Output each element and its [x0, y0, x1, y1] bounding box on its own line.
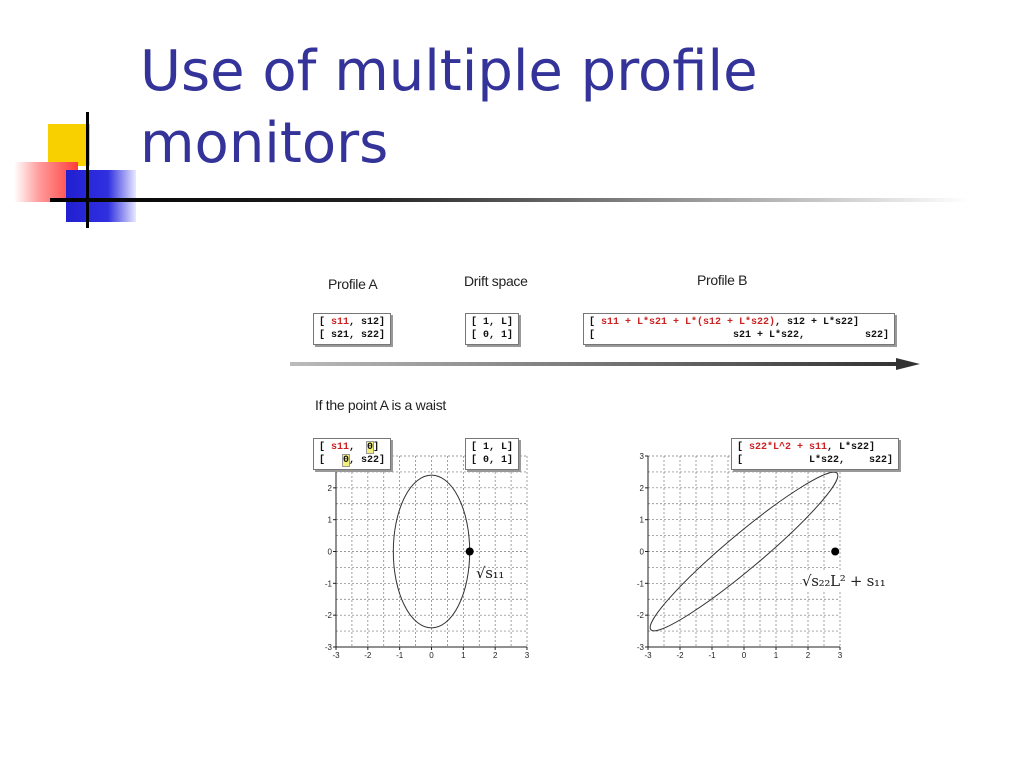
- x-tick-label: 1: [461, 651, 466, 660]
- formula-right: √s₂₂L² + s₁₁: [802, 572, 886, 590]
- deco-vertical-line: [86, 112, 89, 228]
- y-tick-label: 0: [640, 548, 645, 557]
- y-tick-label: -1: [325, 579, 333, 588]
- y-tick-label: 1: [328, 516, 333, 525]
- plot-right: -3 -2 -1 0 1 2 3 -3 -2 -1 0 1 2 3: [637, 452, 843, 660]
- matrix-waist-a: [ s11, 0] [ 0, s22]: [313, 438, 392, 470]
- x-tick-label: 1: [774, 651, 779, 660]
- page-title: Use of multiple profile monitors: [140, 36, 960, 180]
- beam-size-marker: [831, 547, 840, 556]
- y-tick-label: -2: [637, 611, 645, 620]
- y-tick-label: -1: [637, 579, 645, 588]
- matrix-drift: [ 1, L] [ 0, 1]: [465, 313, 520, 345]
- matrix-profile-a: [ s11, s12] [ s21, s22]: [313, 313, 392, 345]
- deco-blue-square: [66, 170, 136, 222]
- x-tick-label: 0: [429, 651, 434, 660]
- x-tick-label: -3: [644, 651, 652, 660]
- x-tick-label: 3: [838, 651, 843, 660]
- y-tick-label: -3: [637, 643, 645, 652]
- matrix-waist-b: [ s22*L^2 + s11, L*s22] [ L*s22, s22]: [731, 438, 900, 470]
- y-tick-label: 1: [640, 516, 645, 525]
- y-tick-label: 0: [328, 548, 333, 557]
- x-tick-label: 0: [742, 651, 747, 660]
- title-line-2: monitors: [140, 111, 389, 176]
- x-tick-label: -1: [396, 651, 404, 660]
- x-tick-label: 2: [806, 651, 811, 660]
- deco-yellow-square: [48, 124, 90, 166]
- y-tick-label: -2: [325, 611, 333, 620]
- beamline-arrow: [290, 358, 920, 370]
- phase-space-ellipse: [649, 471, 839, 632]
- x-tick-label: 2: [493, 651, 498, 660]
- y-tick-label: 3: [640, 452, 645, 461]
- beam-size-marker: [465, 547, 474, 556]
- label-profile-b: Profile B: [697, 272, 748, 288]
- plot-left: -3 -2 -1 0 1 2 3 -3 -2 -1 0 1 2: [325, 455, 530, 660]
- title-line-1: Use of multiple profile: [140, 39, 758, 104]
- matrix-profile-b: [ s11 + L*s21 + L*(s12 + L*s22), s12 + L…: [583, 313, 896, 345]
- x-tick-label: -2: [676, 651, 684, 660]
- x-tick-label: -3: [332, 651, 340, 660]
- label-drift-space: Drift space: [464, 273, 528, 289]
- label-waist-note: If the point A is a waist: [315, 397, 447, 413]
- formula-left: √s₁₁: [476, 564, 505, 582]
- x-tick-label: 3: [525, 651, 530, 660]
- y-tick-label: -3: [325, 643, 333, 652]
- x-tick-label: -2: [364, 651, 372, 660]
- title-underline: [50, 198, 970, 202]
- y-tick-label: 2: [640, 484, 645, 493]
- matrix-waist-drift: [ 1, L] [ 0, 1]: [465, 438, 520, 470]
- label-profile-a: Profile A: [328, 276, 378, 292]
- y-tick-label: 2: [328, 484, 333, 493]
- x-tick-label: -1: [708, 651, 716, 660]
